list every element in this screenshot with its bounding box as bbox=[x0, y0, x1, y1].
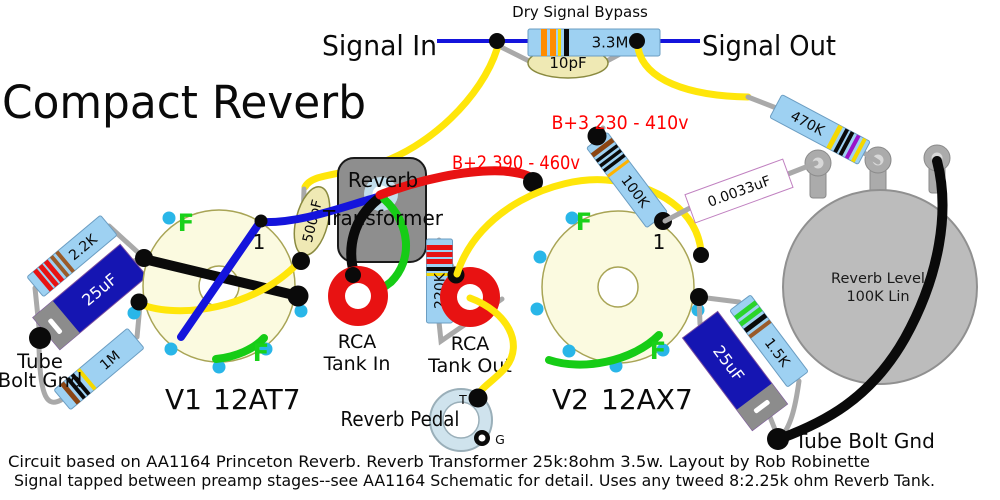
tank-in-label-line2: Tank In bbox=[323, 353, 391, 375]
resistor-100k: 100K bbox=[586, 132, 668, 228]
tube-bolt-gnd-left-line2: Bolt Gnd bbox=[0, 369, 82, 392]
resistor-3.3m-label: 3.3M bbox=[592, 34, 629, 52]
b3-supply-label: B+3 230 - 410v bbox=[552, 112, 689, 134]
transformer-label-line1: Reverb bbox=[348, 168, 418, 192]
v1-name: V1 bbox=[165, 383, 202, 416]
tube-bolt-gnd-right-dot bbox=[767, 428, 789, 450]
green-wire-v2-filament bbox=[545, 331, 663, 369]
footer-line-2: Signal tapped between preamp stages--see… bbox=[14, 471, 935, 490]
page-title: Compact Reverb bbox=[2, 76, 366, 129]
tank-out-label-line2: Tank Out bbox=[427, 355, 512, 377]
black-wire-transformer-to-tank-in bbox=[346, 194, 383, 278]
junction-dot-v1-grid bbox=[130, 293, 148, 311]
capacitor-25uf-v2: 25uF bbox=[681, 310, 789, 432]
pedal-tip-terminal-dot bbox=[468, 388, 488, 408]
v2-filament-label-top: F bbox=[576, 208, 592, 236]
green-wire-v1-filament bbox=[212, 334, 268, 363]
transformer-label-line2: Transformer bbox=[322, 206, 444, 230]
b2-terminal-dot bbox=[523, 172, 543, 192]
v2-pins bbox=[530, 211, 705, 373]
junction-dot-v1-right bbox=[287, 285, 309, 307]
v1-pin1-label: 1 bbox=[253, 230, 266, 254]
tank-in-label-line1: RCA bbox=[338, 331, 377, 353]
tube-bolt-gnd-left-line1: Tube bbox=[16, 350, 63, 373]
pot-label-line2: 100K Lin bbox=[846, 289, 909, 305]
v2-pin1-label: 1 bbox=[653, 230, 666, 254]
yellow-wire-v1-grid bbox=[136, 259, 302, 315]
lead-0033-left bbox=[662, 205, 693, 224]
tank-out-label-line1: RCA bbox=[451, 333, 490, 355]
v1-type: 12AT7 bbox=[213, 383, 301, 416]
capacitor-25uf-v1: 25uF bbox=[32, 243, 148, 351]
minus-mark bbox=[48, 318, 63, 334]
pot-body bbox=[782, 189, 978, 385]
black-wire-pot-to-gnd bbox=[777, 156, 948, 443]
junction-dot-tank-in bbox=[345, 267, 361, 283]
capacitor-0.0033uf: 0.0033uF bbox=[684, 158, 794, 224]
tube-socket-v2 bbox=[530, 210, 705, 373]
lead-0033-right bbox=[785, 160, 819, 177]
tube-bolt-gnd-right-label: Tube Bolt Gnd bbox=[794, 429, 935, 453]
junction-dot-500pf bbox=[292, 252, 310, 270]
v2-filament-label-bottom: F bbox=[650, 337, 666, 365]
signal-out-label: Signal Out bbox=[702, 29, 836, 62]
yellow-wire-tank-out-to-pedal bbox=[466, 294, 517, 400]
junction-dot-v2-plate bbox=[693, 247, 709, 263]
tube-bolt-gnd-left-dot bbox=[29, 327, 51, 349]
signal-in-label: Signal In bbox=[322, 29, 437, 62]
pedal-ground-hole bbox=[478, 434, 486, 442]
junction-dot-v1-left bbox=[135, 249, 153, 267]
b2-supply-label: B+2 390 - 460v bbox=[452, 152, 580, 174]
junction-dot-v2-cathode bbox=[690, 288, 708, 306]
pot-label-line1: Reverb Level bbox=[831, 271, 925, 287]
bypass-cap-lead-left bbox=[494, 42, 534, 65]
pedal-tip-label: T bbox=[458, 392, 467, 407]
resistor-3.3m: 3.3M bbox=[527, 28, 661, 57]
footer-line-1: Circuit based on AA1164 Princeton Reverb… bbox=[8, 452, 870, 471]
reverb-pedal-label: Reverb Pedal bbox=[341, 407, 460, 431]
resistor-1m: 1M bbox=[54, 328, 144, 410]
minus-mark bbox=[753, 399, 770, 414]
capacitor-10pf-label: 10pF bbox=[549, 54, 586, 72]
junction-dot-signal-out bbox=[629, 33, 645, 49]
v1-filament-label-top: F bbox=[178, 209, 194, 237]
lead-1m-bottom bbox=[36, 343, 64, 405]
yellow-wire-signal-out bbox=[634, 44, 752, 101]
dry-signal-bypass-label: Dry Signal Bypass bbox=[512, 3, 648, 21]
v1-filament-label-bottom: F bbox=[253, 339, 269, 367]
v2-type: 12AX7 bbox=[601, 383, 693, 416]
rca-tank-in-jack bbox=[328, 266, 388, 326]
yellow-wire-over-v2 bbox=[453, 176, 705, 278]
b3-terminal-dot bbox=[587, 126, 607, 146]
pedal-ground-label: G bbox=[495, 432, 505, 447]
v2-name: V2 bbox=[552, 383, 589, 416]
junction-dot-signal-in bbox=[489, 33, 505, 49]
lead-2k2-top bbox=[106, 223, 146, 260]
reverb-level-pot: Reverb Level 100K Lin bbox=[782, 144, 978, 385]
junction-dot-v1-pin1 bbox=[254, 214, 268, 228]
